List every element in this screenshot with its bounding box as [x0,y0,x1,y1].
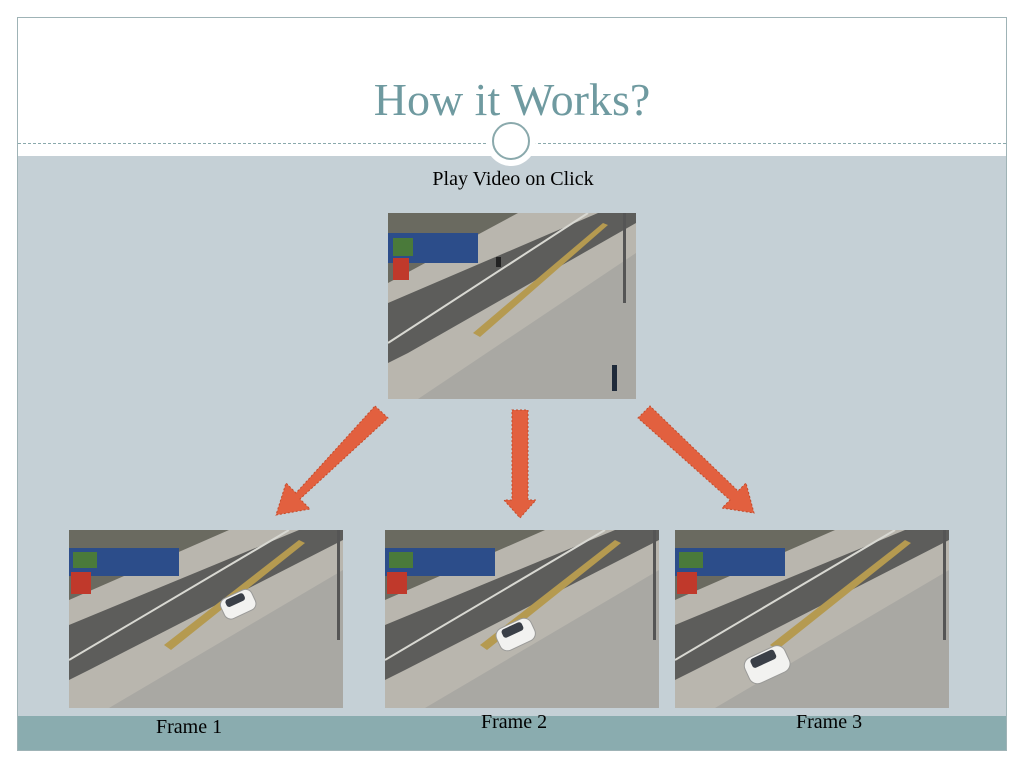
frame-2-scene [385,530,659,708]
frame-1-label: Frame 1 [156,716,223,738]
slide: How it Works? Play Video on Click [17,17,1007,751]
main-video-thumbnail[interactable] [388,213,636,399]
frame-2-label: Frame 2 [481,711,548,733]
frame-3-thumbnail[interactable] [675,530,949,708]
frame-1-thumbnail[interactable] [69,530,343,708]
circle-ornament-icon [486,116,536,166]
play-video-caption: Play Video on Click [432,168,594,190]
frame-1-scene [69,530,343,708]
car [495,617,536,652]
frame-3-label: Frame 3 [796,711,863,733]
main-video-scene [388,213,636,399]
ornament-ring [492,122,530,160]
footer-band [18,716,1006,750]
car [743,645,791,685]
car [219,588,257,620]
frame-2-thumbnail[interactable] [385,530,659,708]
frame-3-scene [675,530,949,708]
